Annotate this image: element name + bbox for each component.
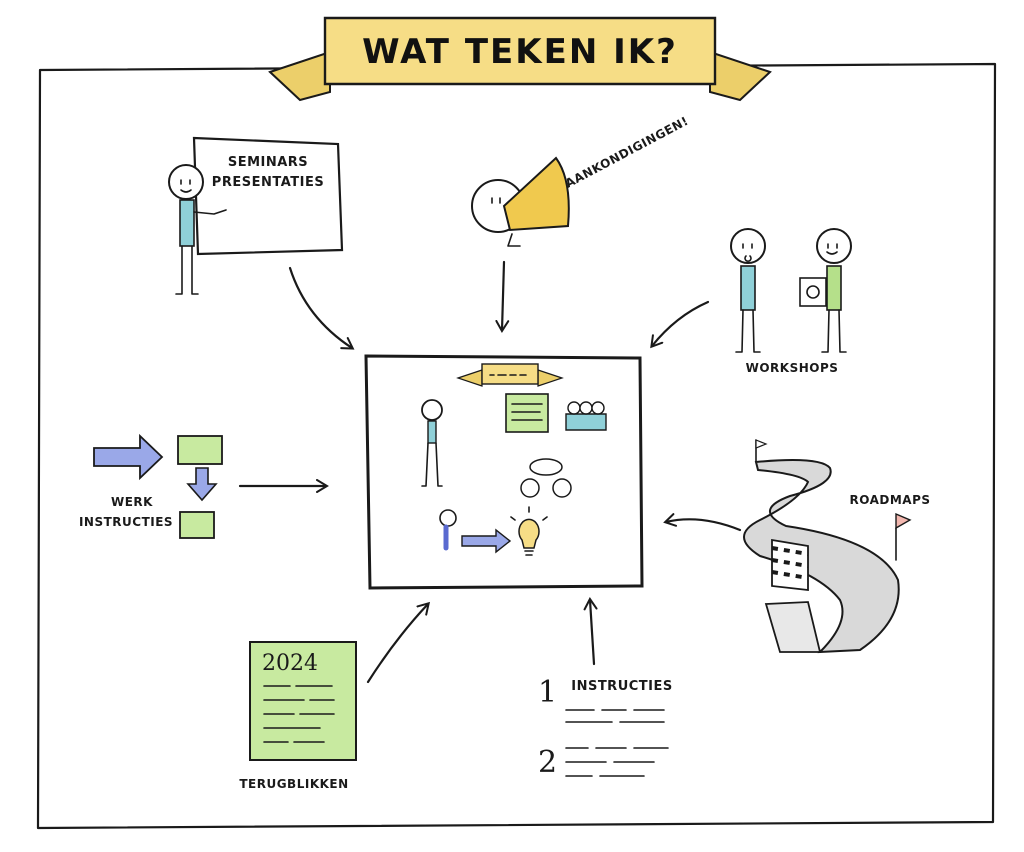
label-aankondigingen: AANKONDIGINGEN! bbox=[563, 114, 691, 191]
label-seminars: SEMINARS bbox=[228, 155, 308, 170]
page-title: WAT TEKEN IK? bbox=[362, 32, 678, 72]
pink-flag-icon bbox=[895, 512, 912, 530]
arrow-announcements bbox=[495, 260, 510, 333]
mini-person-head-icon bbox=[421, 399, 443, 421]
step-number-2: 2 bbox=[538, 745, 557, 780]
center-board bbox=[364, 354, 644, 590]
road-icon bbox=[743, 459, 900, 654]
werkinstructies-illustration: WERK INSTRUCTIES bbox=[79, 433, 223, 539]
blue-arrow-icon bbox=[93, 433, 164, 481]
workshop-person-right-head-icon bbox=[816, 228, 852, 264]
presentation-board-icon bbox=[192, 136, 344, 256]
label-workshops: WORKSHOPS bbox=[746, 361, 839, 375]
lightbulb-icon bbox=[510, 506, 548, 556]
title-banner: WAT TEKEN IK? bbox=[268, 16, 772, 102]
arrow-roadmaps bbox=[663, 513, 742, 532]
workshops-illustration: WORKSHOPS bbox=[730, 228, 852, 375]
arrow-instructies bbox=[583, 597, 598, 666]
label-terugblikken: TERUGBLIKKEN bbox=[239, 777, 348, 791]
document-icon bbox=[249, 641, 357, 761]
step-number-1: 1 bbox=[538, 675, 557, 710]
presenter-head-icon bbox=[168, 164, 204, 200]
label-roadmaps: ROADMAPS bbox=[849, 493, 930, 507]
mini-note-icon bbox=[505, 393, 549, 433]
label-presentaties: PRESENTATIES bbox=[212, 175, 324, 190]
label-instructies-werk: INSTRUCTIES bbox=[79, 515, 173, 529]
megaphone-icon bbox=[502, 156, 570, 232]
workshop-person-left-head-icon bbox=[730, 228, 766, 264]
gear-icon bbox=[806, 285, 820, 299]
label-instructies: INSTRUCTIES bbox=[571, 679, 673, 694]
arrow-seminars bbox=[288, 266, 355, 350]
label-werk: WERK bbox=[111, 495, 153, 509]
instructies-illustration: 1 2 INSTRUCTIES bbox=[538, 675, 673, 780]
roadmaps-illustration: ROADMAPS bbox=[743, 439, 930, 654]
seminars-illustration: SEMINARS PRESENTATIES bbox=[168, 136, 344, 295]
mini-discussion-icon bbox=[520, 458, 572, 498]
mini-arrow-icon bbox=[461, 528, 512, 554]
arrow-workshops bbox=[650, 300, 710, 349]
terugblikken-illustration: 2024 TERUGBLIKKEN bbox=[239, 641, 357, 791]
announcements-illustration: AANKONDIGINGEN! bbox=[471, 114, 691, 247]
mini-group-icon bbox=[565, 401, 607, 431]
blue-down-arrow-icon bbox=[186, 467, 218, 502]
gear-sheet-icon bbox=[799, 277, 827, 307]
arrow-terugblikken bbox=[366, 601, 431, 684]
document-year: 2024 bbox=[262, 651, 318, 676]
